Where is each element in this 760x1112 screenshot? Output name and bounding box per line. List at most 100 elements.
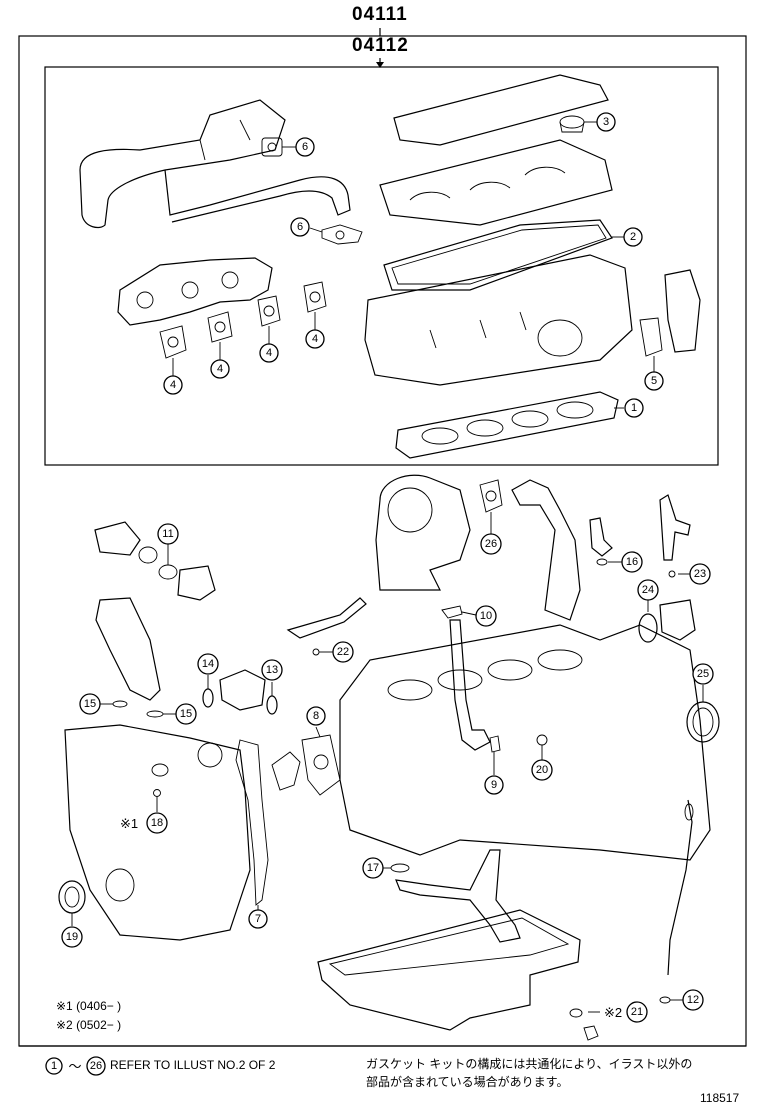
note-2: ※2 (0502− ) bbox=[56, 1018, 122, 1032]
refer-text: REFER TO ILLUST NO.2 OF 2 bbox=[110, 1058, 276, 1072]
jp-note-line-2: 部品が含まれている場合があります。 bbox=[366, 1075, 569, 1089]
timing-gear-case bbox=[64, 724, 251, 941]
dipstick-guide bbox=[286, 597, 367, 639]
seal-10 bbox=[441, 605, 463, 619]
svg-text:16: 16 bbox=[626, 556, 638, 568]
kit-number-outer: 04111 bbox=[352, 4, 408, 25]
callout-23: 23 bbox=[689, 563, 711, 585]
thermostat-housing bbox=[94, 521, 216, 601]
o-ring-24 bbox=[638, 613, 658, 643]
callout-2: 2 bbox=[623, 227, 643, 247]
callout-4c: 4 bbox=[259, 343, 279, 363]
plug-20 bbox=[536, 734, 548, 746]
illustration-number: 118517 bbox=[700, 1091, 740, 1105]
svg-text:7: 7 bbox=[255, 913, 261, 925]
svg-text:15: 15 bbox=[180, 708, 192, 720]
intake-pipe bbox=[79, 99, 351, 229]
cylinder-head bbox=[364, 254, 633, 386]
callout-5: 5 bbox=[644, 371, 664, 391]
jp-note-line-1: ガスケット キットの構成には共通化により、イラスト以外の bbox=[366, 1057, 693, 1071]
svg-text:6: 6 bbox=[302, 141, 308, 153]
svg-text:1: 1 bbox=[51, 1060, 57, 1072]
svg-text:4: 4 bbox=[312, 333, 318, 345]
rear-oil-seal bbox=[686, 701, 720, 743]
refer-tilde: 〜 bbox=[68, 1059, 81, 1074]
svg-text:19: 19 bbox=[66, 931, 78, 943]
callout-26: 26 bbox=[480, 533, 502, 555]
callout-18: 18 bbox=[146, 812, 168, 834]
front-crank-seal bbox=[58, 880, 86, 914]
svg-text:12: 12 bbox=[687, 994, 699, 1006]
mark-1: ※1 bbox=[120, 816, 138, 831]
callout-22: 22 bbox=[332, 641, 354, 663]
outer-frame bbox=[18, 35, 747, 1047]
callout-11: 11 bbox=[157, 523, 179, 545]
svg-text:21: 21 bbox=[631, 1006, 643, 1018]
callout-21: 21 bbox=[626, 1001, 648, 1023]
manifold-gaskets bbox=[159, 281, 327, 359]
svg-text:8: 8 bbox=[313, 710, 319, 722]
timing-gasket-7 bbox=[235, 739, 269, 906]
head-cover-gasket bbox=[383, 219, 613, 291]
callout-16: 16 bbox=[621, 551, 643, 573]
svg-text:13: 13 bbox=[266, 664, 278, 676]
callout-14: 14 bbox=[197, 653, 219, 675]
svg-text:11: 11 bbox=[162, 528, 173, 540]
callout-8: 8 bbox=[306, 706, 326, 726]
callout-25: 25 bbox=[692, 663, 714, 685]
o-ring-18 bbox=[153, 789, 161, 797]
mark-2: ※2 bbox=[604, 1005, 622, 1020]
callout-20: 20 bbox=[531, 759, 553, 781]
callout-13: 13 bbox=[261, 659, 283, 681]
refer-end-circle: 26 bbox=[86, 1056, 106, 1076]
inner-frame bbox=[44, 66, 719, 466]
cylinder-head-cover bbox=[393, 74, 609, 146]
o-ring-15b bbox=[146, 710, 164, 718]
cylinder-head-gasket bbox=[395, 391, 619, 459]
o-ring-13 bbox=[266, 695, 278, 715]
callout-24: 24 bbox=[637, 579, 659, 601]
drain-washer bbox=[569, 1008, 583, 1018]
callout-19: 19 bbox=[61, 926, 83, 948]
refer-start-circle: 1 bbox=[45, 1057, 63, 1075]
o-ring-14 bbox=[202, 688, 214, 708]
svg-text:4: 4 bbox=[217, 363, 223, 375]
note-1: ※1 (0406− ) bbox=[56, 999, 122, 1013]
svg-text:4: 4 bbox=[170, 379, 176, 391]
svg-text:26: 26 bbox=[485, 538, 497, 550]
exhaust-manifold bbox=[117, 257, 273, 326]
turbo-oil-pipe bbox=[511, 479, 581, 621]
svg-text:1: 1 bbox=[631, 402, 637, 414]
gasket-26 bbox=[479, 479, 503, 513]
callout-4d: 4 bbox=[305, 329, 325, 349]
cam-cover bbox=[379, 139, 613, 226]
svg-text:5: 5 bbox=[651, 375, 657, 387]
kit-number-inner: 04112 bbox=[352, 35, 409, 56]
callout-10: 10 bbox=[475, 605, 497, 627]
gasket-5 bbox=[639, 317, 663, 357]
svg-text:2: 2 bbox=[630, 231, 636, 243]
callout-7: 7 bbox=[248, 909, 268, 929]
svg-text:10: 10 bbox=[480, 610, 492, 622]
callout-3: 3 bbox=[596, 112, 616, 132]
svg-text:9: 9 bbox=[491, 779, 497, 791]
turbocharger bbox=[375, 474, 471, 591]
svg-text:20: 20 bbox=[536, 764, 548, 776]
callout-6a: 6 bbox=[295, 137, 315, 157]
svg-text:4: 4 bbox=[266, 347, 272, 359]
oil-pan bbox=[317, 909, 581, 1031]
water-inlet-pipe bbox=[95, 597, 161, 701]
svg-text:18: 18 bbox=[151, 817, 163, 829]
svg-text:23: 23 bbox=[694, 568, 706, 580]
oil-dipstick bbox=[667, 799, 693, 976]
gasket-6-lower bbox=[321, 224, 363, 245]
svg-text:24: 24 bbox=[642, 584, 654, 596]
water-pump bbox=[219, 669, 266, 711]
callout-17: 17 bbox=[362, 857, 384, 879]
callout-6b: 6 bbox=[290, 217, 310, 237]
svg-text:22: 22 bbox=[337, 646, 349, 658]
svg-text:25: 25 bbox=[697, 668, 709, 680]
gasket-17 bbox=[390, 863, 410, 873]
callout-12: 12 bbox=[682, 989, 704, 1011]
